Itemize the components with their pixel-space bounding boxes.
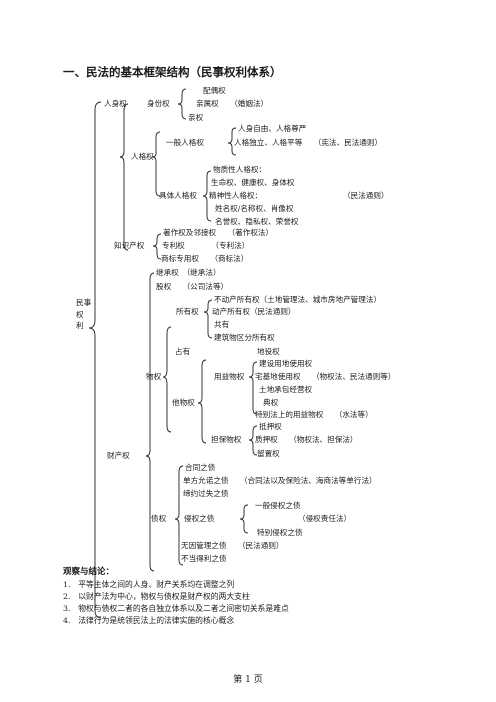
bracket-general: [227, 127, 237, 156]
node-independence-equality: 人格独立、人格平等 （宪法、民法通则）: [234, 138, 383, 147]
bracket-usufruct: [248, 361, 258, 415]
node-pledge: 质押权 （物权法、担保法）: [255, 435, 358, 444]
node-lien: 留置权: [257, 449, 280, 458]
node-land-contract: 土地承包经营权: [259, 385, 313, 394]
node-usufruct: 用益物权: [214, 372, 245, 381]
node-name-portrait: 姓名权/名称权、肖像权: [215, 204, 294, 213]
bracket-specific: [202, 170, 212, 222]
node-law-general-principles-1: （民法通则）: [343, 191, 389, 200]
bracket-root: [88, 101, 102, 619]
node-parental-right: 亲权: [188, 113, 204, 122]
node-unjust-enrichment: 不当得利之债: [181, 554, 227, 563]
node-negotiorum-gestio: 无因管理之债 （民法通则）: [181, 541, 284, 550]
bracket-property: [145, 272, 155, 572]
node-special-usufruct: 特别法上的用益物权 （水法等）: [255, 410, 373, 419]
node-civil-rights: 民事 权 利: [76, 298, 92, 330]
node-culpa-in-contrahendo: 缔约过失之债: [183, 489, 229, 498]
node-spiritual-personality: 精神性人格权：: [209, 191, 263, 200]
bracket-limited: [197, 359, 207, 444]
node-property-rights: 财产权: [107, 451, 130, 460]
node-general-personality: 一般人格权: [166, 138, 204, 147]
node-patent: 专利权 （专利法）: [162, 241, 250, 250]
observation-item: 3. 物权与债权二者的各自独立体系以及二者之间密切关系是难点: [63, 604, 289, 613]
node-tort-law: （侵权责任法）: [298, 514, 352, 523]
node-general-tort: 一般侵权之债: [255, 501, 301, 510]
node-equity: 股权 （公司法等）: [156, 282, 229, 291]
node-co-ownership: 共有: [214, 320, 230, 329]
node-possession: 占有: [175, 347, 191, 356]
node-security-rights: 担保物权: [211, 435, 242, 444]
node-trademark: 商标专用权 （商标法）: [161, 254, 249, 263]
node-ownership: 所有权: [176, 307, 199, 316]
bracket-realright: [162, 326, 172, 433]
bracket-security: [248, 425, 258, 456]
node-material-personality: 物质性人格权：: [213, 165, 267, 174]
node-unilateral-promise: 单方允诺之债 （合同法以及保险法、海商法等单行法）: [183, 476, 377, 485]
bracket-personal: [119, 103, 129, 251]
observation-item: 4. 法律行为是统领民法上的法律实施的核心概念: [63, 616, 235, 625]
node-specific-personality: 具体人格权: [159, 191, 197, 200]
observations-heading: 观察与结论：: [63, 567, 115, 577]
node-pawn-right: 典权: [263, 398, 279, 407]
node-personality-rights: 人格权: [131, 152, 154, 161]
node-spouse-right: 配偶权: [203, 86, 226, 95]
node-real-rights: 物权: [146, 372, 162, 381]
node-special-tort: 特别侵权之债: [257, 528, 303, 537]
node-life-health-body: 生命权、健康权、身体权: [211, 178, 295, 187]
node-freedom-dignity: 人身自由、人格尊严: [238, 124, 307, 133]
node-personal-rights: 人身权: [104, 99, 127, 108]
observation-item: 2. 以财产法为中心，物权与债权是财产权的两大支柱: [63, 592, 250, 601]
node-condominium: 建筑物区分所有权: [214, 333, 275, 342]
node-mortgage: 抵押权: [259, 422, 282, 431]
bracket-tort: [239, 504, 249, 534]
node-limited-real-rights: 他物权: [172, 398, 195, 407]
node-easement: 地役权: [257, 347, 280, 356]
node-identity-rights: 身份权: [147, 99, 170, 108]
node-kinship-right: 亲属权 （婚姻法）: [196, 99, 269, 108]
node-movable-ownership: 动产所有权（民法通则）: [212, 307, 296, 316]
node-creditor-rights: 债权: [151, 514, 167, 523]
node-copyright: 著作权及邻接权 （著作权法）: [163, 228, 274, 237]
node-tort-debt: 侵权之债: [184, 514, 215, 523]
node-inheritance: 继承权 （继承法）: [156, 268, 221, 277]
page-number: 第 1 页: [233, 675, 263, 685]
bracket-ownership: [203, 299, 213, 339]
bracket-ip: [152, 233, 162, 260]
bracket-personality: [151, 131, 161, 197]
node-intellectual-property: 知识产权: [114, 241, 145, 250]
observation-item: 1. 平等主体之间的人身、财产关系均在调整之列: [63, 580, 235, 589]
bracket-identity: [177, 88, 187, 120]
page-title: 一、民法的基本框架结构（民事权利体系）: [63, 65, 282, 79]
bracket-debt: [174, 465, 184, 566]
node-homestead: 宅基地使用权 （物权法、民法通则等）: [255, 372, 396, 381]
node-real-estate-ownership: 不动产所有权（土地管理法、城市房地产管理法）: [214, 295, 382, 304]
node-contract-debt: 合同之债: [185, 463, 216, 472]
node-construction-land-use: 建设用地使用权: [259, 359, 313, 368]
node-reputation-privacy: 名誉权、隐私权、荣誉权: [215, 217, 299, 226]
